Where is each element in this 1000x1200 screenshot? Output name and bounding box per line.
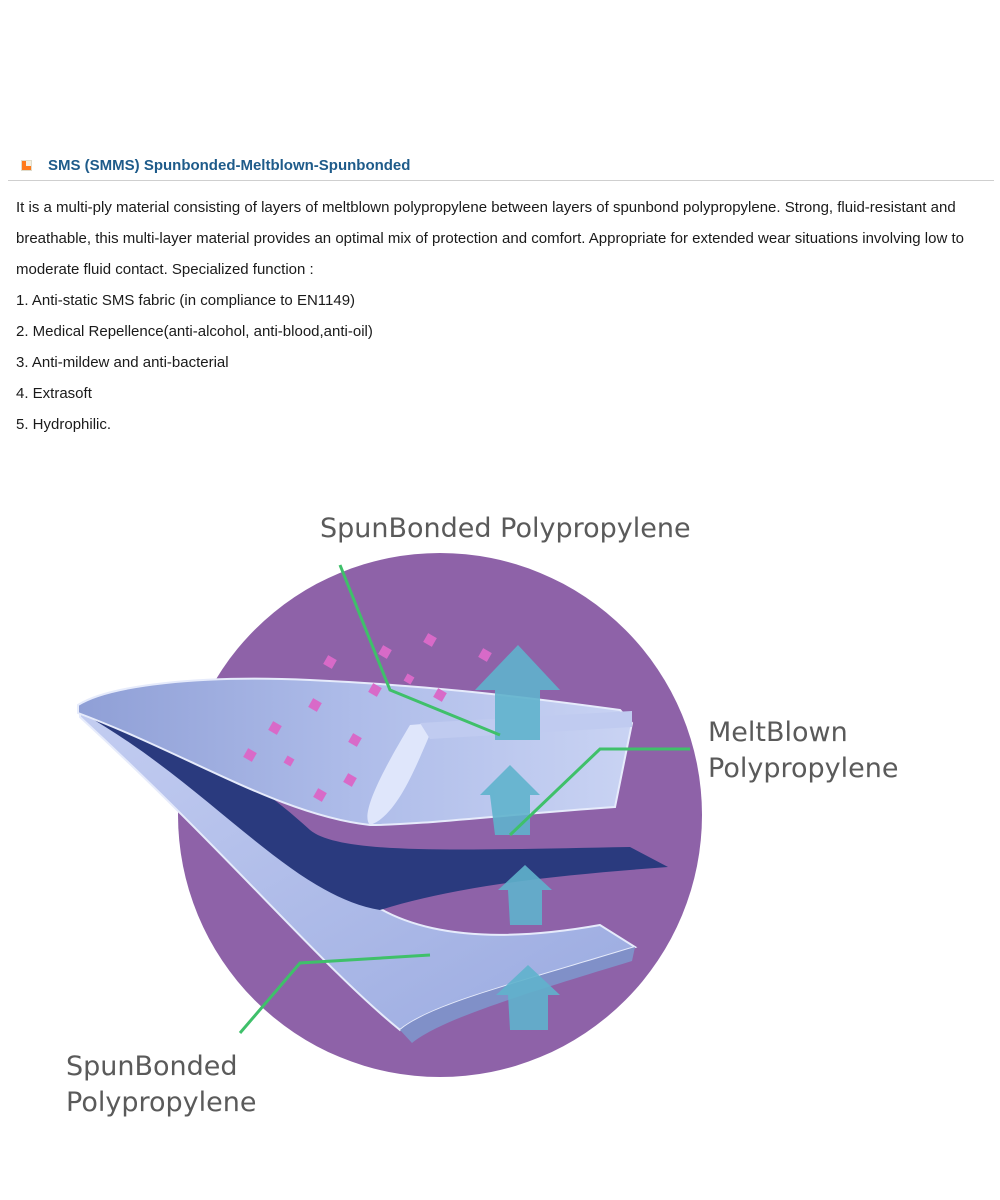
- air-flow-arrow-lower: [498, 865, 552, 925]
- sms-layer-diagram: SpunBonded Polypropylene MeltBlown Polyp…: [66, 513, 898, 1118]
- air-flow-arrow-middle: [480, 765, 540, 835]
- label-bottom-spunbond-line1: SpunBonded: [66, 1051, 238, 1082]
- function-item: 1. Anti-static SMS fabric (in compliance…: [16, 292, 356, 309]
- function-item: 3. Anti-mildew and anti-bacterial: [16, 354, 229, 371]
- orange-square-bullet-icon: [21, 159, 32, 171]
- leader-lines: [238, 564, 690, 1034]
- function-item: 2. Medical Repellence(anti-alcohol, anti…: [16, 323, 373, 340]
- label-meltblown-line1: MeltBlown: [708, 717, 848, 748]
- function-list: 1. Anti-static SMS fabric (in compliance…: [16, 285, 991, 440]
- label-bottom-spunbond-line2: Polypropylene: [66, 1087, 256, 1118]
- section-header: SMS (SMMS) Spunbonded-Meltblown-Spunbond…: [8, 150, 994, 181]
- meltblown-layer: [82, 707, 668, 910]
- description-paragraph: It is a multi-ply material consisting of…: [16, 199, 964, 278]
- label-top-spunbond: SpunBonded Polypropylene: [320, 513, 691, 544]
- label-meltblown-line2: Polypropylene: [708, 753, 898, 784]
- air-flow-arrow-bottom: [496, 965, 560, 1030]
- top-spunbond-fold: [367, 723, 435, 825]
- function-item: 4. Extrasoft: [16, 385, 92, 402]
- product-description: It is a multi-ply material consisting of…: [16, 192, 991, 440]
- fluid-particles: [243, 633, 492, 802]
- section-title: SMS (SMMS) Spunbonded-Meltblown-Spunbond…: [48, 156, 411, 174]
- function-item: 5. Hydrophilic.: [16, 416, 112, 433]
- air-flow-arrow-top: [475, 645, 560, 740]
